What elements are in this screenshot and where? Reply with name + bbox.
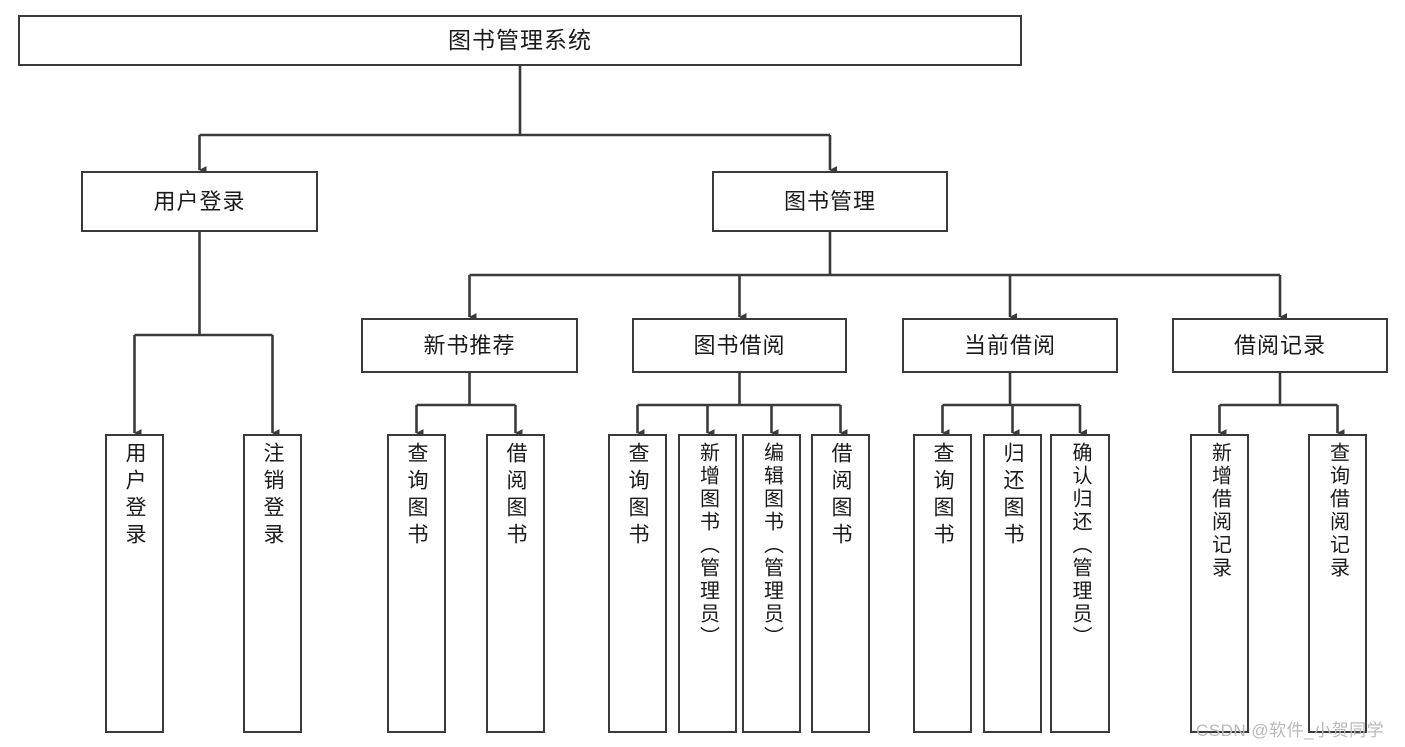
node-label-root: 图书管理系统 xyxy=(448,26,592,53)
node-label-leaf-query-book-3: 查询图书 xyxy=(931,442,954,550)
node-borrow-record[interactable]: 借阅记录 xyxy=(1172,318,1388,373)
node-leaf-confirm-return-admin[interactable]: 确认归还（管理员） xyxy=(1050,434,1110,733)
node-label-leaf-edit-book-admin: 编辑图书（管理员） xyxy=(760,442,783,649)
node-leaf-add-book-admin[interactable]: 新增图书（管理员） xyxy=(678,434,737,733)
node-label-book-borrow: 图书借阅 xyxy=(693,332,786,358)
node-label-leaf-user-login: 用户登录 xyxy=(123,442,146,550)
node-label-leaf-query-book-2: 查询图书 xyxy=(626,442,649,550)
node-label-new-book-rec: 新书推荐 xyxy=(423,332,516,358)
node-leaf-edit-book-admin[interactable]: 编辑图书（管理员） xyxy=(742,434,801,733)
node-label-leaf-query-borrow-record: 查询借阅记录 xyxy=(1326,442,1349,580)
node-label-leaf-borrow-book-2: 借阅图书 xyxy=(829,442,852,550)
node-label-leaf-return-book: 归还图书 xyxy=(1001,442,1024,550)
node-label-current-borrow: 当前借阅 xyxy=(963,332,1056,358)
node-leaf-user-login[interactable]: 用户登录 xyxy=(105,434,164,733)
node-label-leaf-borrow-book-1: 借阅图书 xyxy=(504,442,527,550)
node-leaf-query-book-2[interactable]: 查询图书 xyxy=(608,434,667,733)
node-leaf-return-book[interactable]: 归还图书 xyxy=(983,434,1042,733)
node-root[interactable]: 图书管理系统 xyxy=(18,15,1022,66)
node-label-book-manage: 图书管理 xyxy=(783,188,876,214)
node-label-leaf-query-book-1: 查询图书 xyxy=(405,442,428,550)
csdn-watermark: CSDN @软件_小贺同学 xyxy=(1196,721,1385,740)
node-label-leaf-confirm-return-admin: 确认归还（管理员） xyxy=(1069,442,1091,649)
node-label-leaf-user-logout: 注销登录 xyxy=(261,442,284,550)
node-current-borrow[interactable]: 当前借阅 xyxy=(902,318,1118,373)
node-leaf-query-book-1[interactable]: 查询图书 xyxy=(387,434,446,733)
node-label-borrow-record: 借阅记录 xyxy=(1233,332,1326,358)
node-leaf-borrow-book-1[interactable]: 借阅图书 xyxy=(486,434,545,733)
node-leaf-query-book-3[interactable]: 查询图书 xyxy=(913,434,972,733)
node-book-manage[interactable]: 图书管理 xyxy=(712,171,948,232)
node-label-leaf-add-book-admin: 新增图书（管理员） xyxy=(696,442,719,649)
node-label-user-login: 用户登录 xyxy=(153,188,246,214)
node-leaf-add-borrow-record[interactable]: 新增借阅记录 xyxy=(1190,434,1249,733)
node-leaf-borrow-book-2[interactable]: 借阅图书 xyxy=(811,434,870,733)
node-leaf-query-borrow-record[interactable]: 查询借阅记录 xyxy=(1308,434,1367,733)
node-label-leaf-add-borrow-record: 新增借阅记录 xyxy=(1208,442,1231,580)
node-book-borrow[interactable]: 图书借阅 xyxy=(632,318,847,373)
node-user-login[interactable]: 用户登录 xyxy=(81,171,318,232)
node-new-book-rec[interactable]: 新书推荐 xyxy=(361,318,578,373)
node-leaf-user-logout[interactable]: 注销登录 xyxy=(243,434,302,733)
